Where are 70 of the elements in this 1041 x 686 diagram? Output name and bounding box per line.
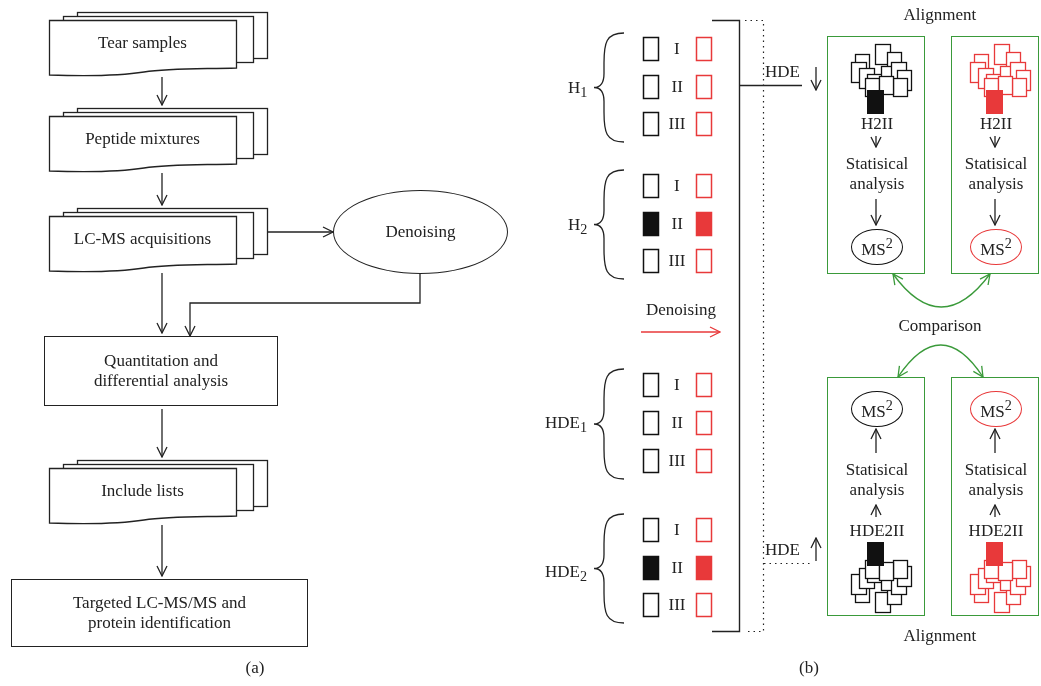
document-stack xyxy=(49,108,269,172)
step-label: Statisical analysis xyxy=(832,151,922,197)
group-label: HDE$_{2}$ xyxy=(545,562,588,587)
step-label: Tear samples xyxy=(98,33,187,53)
document-stack xyxy=(49,12,269,76)
arrow xyxy=(156,408,168,458)
arrow xyxy=(156,76,168,106)
sample-label: I xyxy=(674,520,680,540)
node-label: MS$^{2}$ xyxy=(861,234,893,260)
step-label: H2II xyxy=(842,114,912,134)
sample-label: II xyxy=(671,558,683,578)
process-box xyxy=(44,336,278,406)
sample-label: II xyxy=(671,214,683,234)
panel-box xyxy=(827,377,925,616)
arrow xyxy=(267,226,334,238)
step-label: Include lists xyxy=(101,481,184,501)
node-label: MS$^{2}$ xyxy=(980,396,1012,422)
arrow xyxy=(870,504,882,518)
arrow xyxy=(989,135,1001,148)
step-label: Statisical analysis xyxy=(952,457,1040,503)
step-label: HDE2II xyxy=(956,521,1036,541)
arrow xyxy=(892,273,991,308)
group-label: H$_{1}$ xyxy=(568,78,588,103)
text-label: Comparison xyxy=(898,316,982,336)
arrow xyxy=(897,344,984,378)
text-label: Alignment xyxy=(903,5,977,25)
arrow xyxy=(156,524,168,577)
sample-label: II xyxy=(671,77,683,97)
arrow xyxy=(870,198,882,226)
sample-label: III xyxy=(668,251,686,271)
text-label: HDE xyxy=(765,540,800,560)
text-label: (b) xyxy=(799,658,819,678)
sample-label: III xyxy=(668,451,686,471)
sample-label: II xyxy=(671,413,683,433)
arrow xyxy=(989,504,1001,518)
arrow xyxy=(184,273,421,337)
step-label: H2II xyxy=(961,114,1031,134)
sample-label: I xyxy=(674,375,680,395)
step-label: Targeted LC-MS/MS and protein identification xyxy=(71,593,248,633)
step-label: LC-MS acquisitions xyxy=(73,229,212,249)
text-label: HDE xyxy=(765,62,800,82)
text-label: Alignment xyxy=(903,626,977,646)
node-label: MS$^{2}$ xyxy=(980,234,1012,260)
arrow xyxy=(156,272,168,334)
arrow xyxy=(989,428,1001,454)
document-stack xyxy=(49,460,269,524)
sample-label: III xyxy=(668,114,686,134)
text-label: (a) xyxy=(245,658,265,678)
text-label: Denoising xyxy=(646,300,716,320)
step-label: Statisical analysis xyxy=(952,151,1040,197)
step-label: Peptide mixtures xyxy=(85,129,200,149)
group-label: H$_{2}$ xyxy=(568,215,588,240)
step-label: HDE2II xyxy=(837,521,917,541)
step-label: Statisical analysis xyxy=(832,457,922,503)
node-label: MS$^{2}$ xyxy=(861,396,893,422)
sample-label: I xyxy=(674,39,680,59)
process-box xyxy=(11,579,308,647)
sample-label: I xyxy=(674,176,680,196)
arrow xyxy=(156,172,168,206)
node-label: Denoising xyxy=(385,222,456,242)
document-stack xyxy=(49,208,269,272)
sample-label: III xyxy=(668,595,686,615)
panel-box xyxy=(951,377,1039,616)
arrow xyxy=(870,135,882,148)
panel-box xyxy=(827,36,925,274)
arrow xyxy=(989,198,1001,226)
step-label: Quantitation and differential analysis xyxy=(92,351,230,391)
arrow xyxy=(870,428,882,454)
group-label: HDE$_{1}$ xyxy=(545,413,588,438)
panel-box xyxy=(951,36,1039,274)
